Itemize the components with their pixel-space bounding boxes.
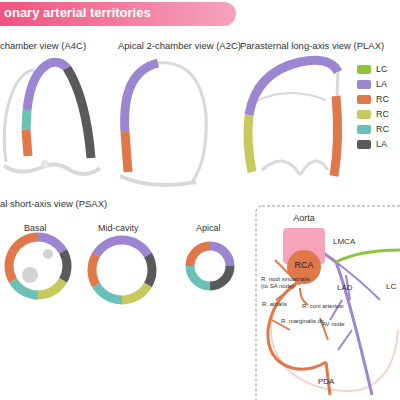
view-label: Parasternal long-axis view (PLAX)	[240, 41, 384, 52]
view-label: Apical	[196, 223, 221, 233]
legend-text: LA	[376, 79, 387, 89]
title-band	[0, 2, 236, 26]
legend-text: RC	[376, 124, 389, 134]
node-label: RCA	[287, 260, 321, 270]
psax-apical	[190, 246, 230, 286]
legend-text: LC	[376, 64, 388, 74]
legend-swatch	[357, 95, 371, 104]
view-label: Mid-cavity	[98, 223, 139, 233]
view-label: LC	[386, 282, 396, 291]
legend-text: LA	[376, 139, 387, 149]
artery-inset	[256, 206, 400, 400]
psax-basal	[9, 237, 67, 295]
view-label: R. atrialis	[262, 301, 287, 308]
legend-swatch	[357, 140, 371, 149]
title: onary arterial territories	[4, 6, 151, 21]
view-label: R. nodi sinuatrialis (to SA node)	[261, 276, 317, 290]
view-label: R. marginalis dx	[281, 318, 324, 325]
view-label: Apical 2-chamber view (A2C)	[118, 41, 241, 52]
legend-swatch	[357, 110, 371, 119]
legend-text: RC	[376, 94, 389, 104]
view-label: chamber view (A4C)	[0, 41, 86, 52]
view-label: LAD	[337, 283, 353, 292]
a2c-view	[120, 63, 206, 185]
aorta-shape: AortaRCA	[283, 228, 325, 264]
legend-swatch	[357, 125, 371, 134]
plax-view	[248, 60, 338, 176]
legend-text: RC	[376, 109, 389, 119]
psax-mid	[92, 240, 152, 300]
view-label: Basal	[24, 223, 47, 233]
view-label: R. coni arteriosi	[302, 303, 344, 310]
legend-swatch	[357, 65, 371, 74]
a4c-view	[4, 62, 100, 174]
legend-swatch	[357, 80, 371, 89]
view-label: AV node	[322, 321, 345, 328]
view-label: al short-axis view (PSAX)	[0, 199, 107, 210]
view-label: PDA	[318, 377, 334, 386]
node-label: Aorta	[283, 213, 325, 223]
view-label: LMCA	[333, 237, 355, 246]
